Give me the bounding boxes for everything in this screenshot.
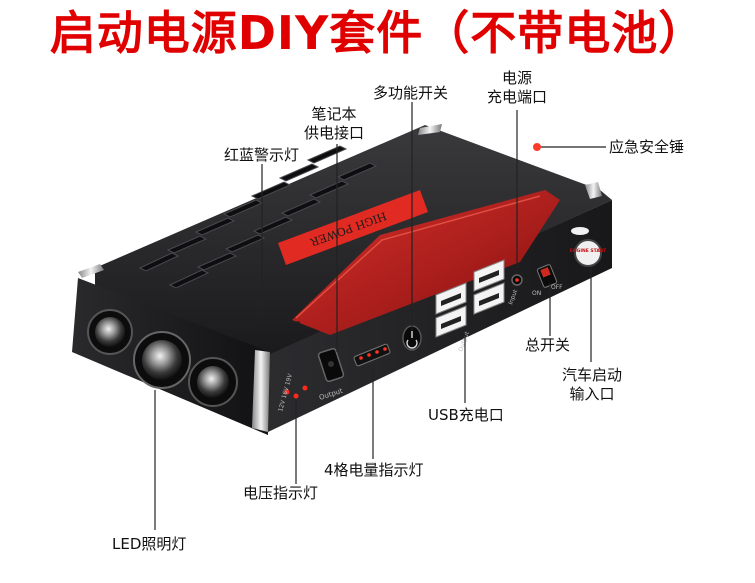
label-power-charge-port: 电源 充电端口 bbox=[478, 69, 556, 107]
label-laptop-port-line1: 笔记本 bbox=[311, 105, 357, 123]
label-car-start-input: 汽车启动 输入口 bbox=[552, 366, 632, 404]
leader-lines bbox=[154, 102, 606, 530]
led-lamp bbox=[87, 309, 133, 355]
voltage-light-dot bbox=[293, 393, 299, 399]
chrome-accent bbox=[418, 124, 442, 135]
page-title: 启动电源DIY套件（不带电池） bbox=[49, 6, 706, 60]
label-warning-light: 红蓝警示灯 bbox=[224, 146, 300, 164]
label-laptop-port: 笔记本 供电接口 bbox=[292, 105, 376, 143]
emergency-hammer bbox=[533, 143, 541, 151]
svg-text:OFF: OFF bbox=[551, 284, 563, 291]
led-lamp bbox=[188, 357, 238, 407]
chrome-accent bbox=[252, 350, 270, 432]
label-main-switch: 总开关 bbox=[525, 336, 571, 354]
label-battery-indicator: 4格电量指示灯 bbox=[324, 461, 424, 479]
chrome-accent bbox=[78, 264, 104, 278]
label-voltage-light: 电压指示灯 bbox=[243, 484, 319, 502]
top-vents bbox=[138, 145, 378, 289]
battery-indicator bbox=[353, 343, 391, 367]
svg-text:ENGINE START: ENGINE START bbox=[570, 248, 607, 254]
label-power-charge-port-line2: 充电端口 bbox=[486, 88, 547, 106]
usb-ports bbox=[435, 259, 505, 338]
svg-text:ON: ON bbox=[532, 290, 541, 297]
label-car-start-input-line1: 汽车启动 bbox=[561, 366, 622, 384]
label-led-light: LED照明灯 bbox=[112, 535, 187, 553]
label-multi-function-switch: 多功能开关 bbox=[373, 84, 449, 102]
device-top-surface bbox=[95, 125, 612, 355]
chrome-accent bbox=[585, 182, 602, 199]
car-start-input-port bbox=[574, 239, 602, 267]
voltage-light-dot bbox=[302, 385, 308, 391]
label-car-start-input-line2: 输入口 bbox=[569, 385, 615, 403]
label-usb-port: USB充电口 bbox=[428, 406, 504, 424]
label-power-charge-port-line1: 电源 bbox=[501, 69, 532, 87]
label-laptop-port-line2: 供电接口 bbox=[303, 124, 364, 142]
voltage-light-dot bbox=[284, 389, 290, 395]
led-lamp bbox=[133, 331, 191, 389]
warning-light-panel bbox=[292, 190, 560, 335]
label-emergency-hammer: 应急安全锤 bbox=[609, 138, 685, 156]
high-power-badge bbox=[278, 190, 428, 265]
